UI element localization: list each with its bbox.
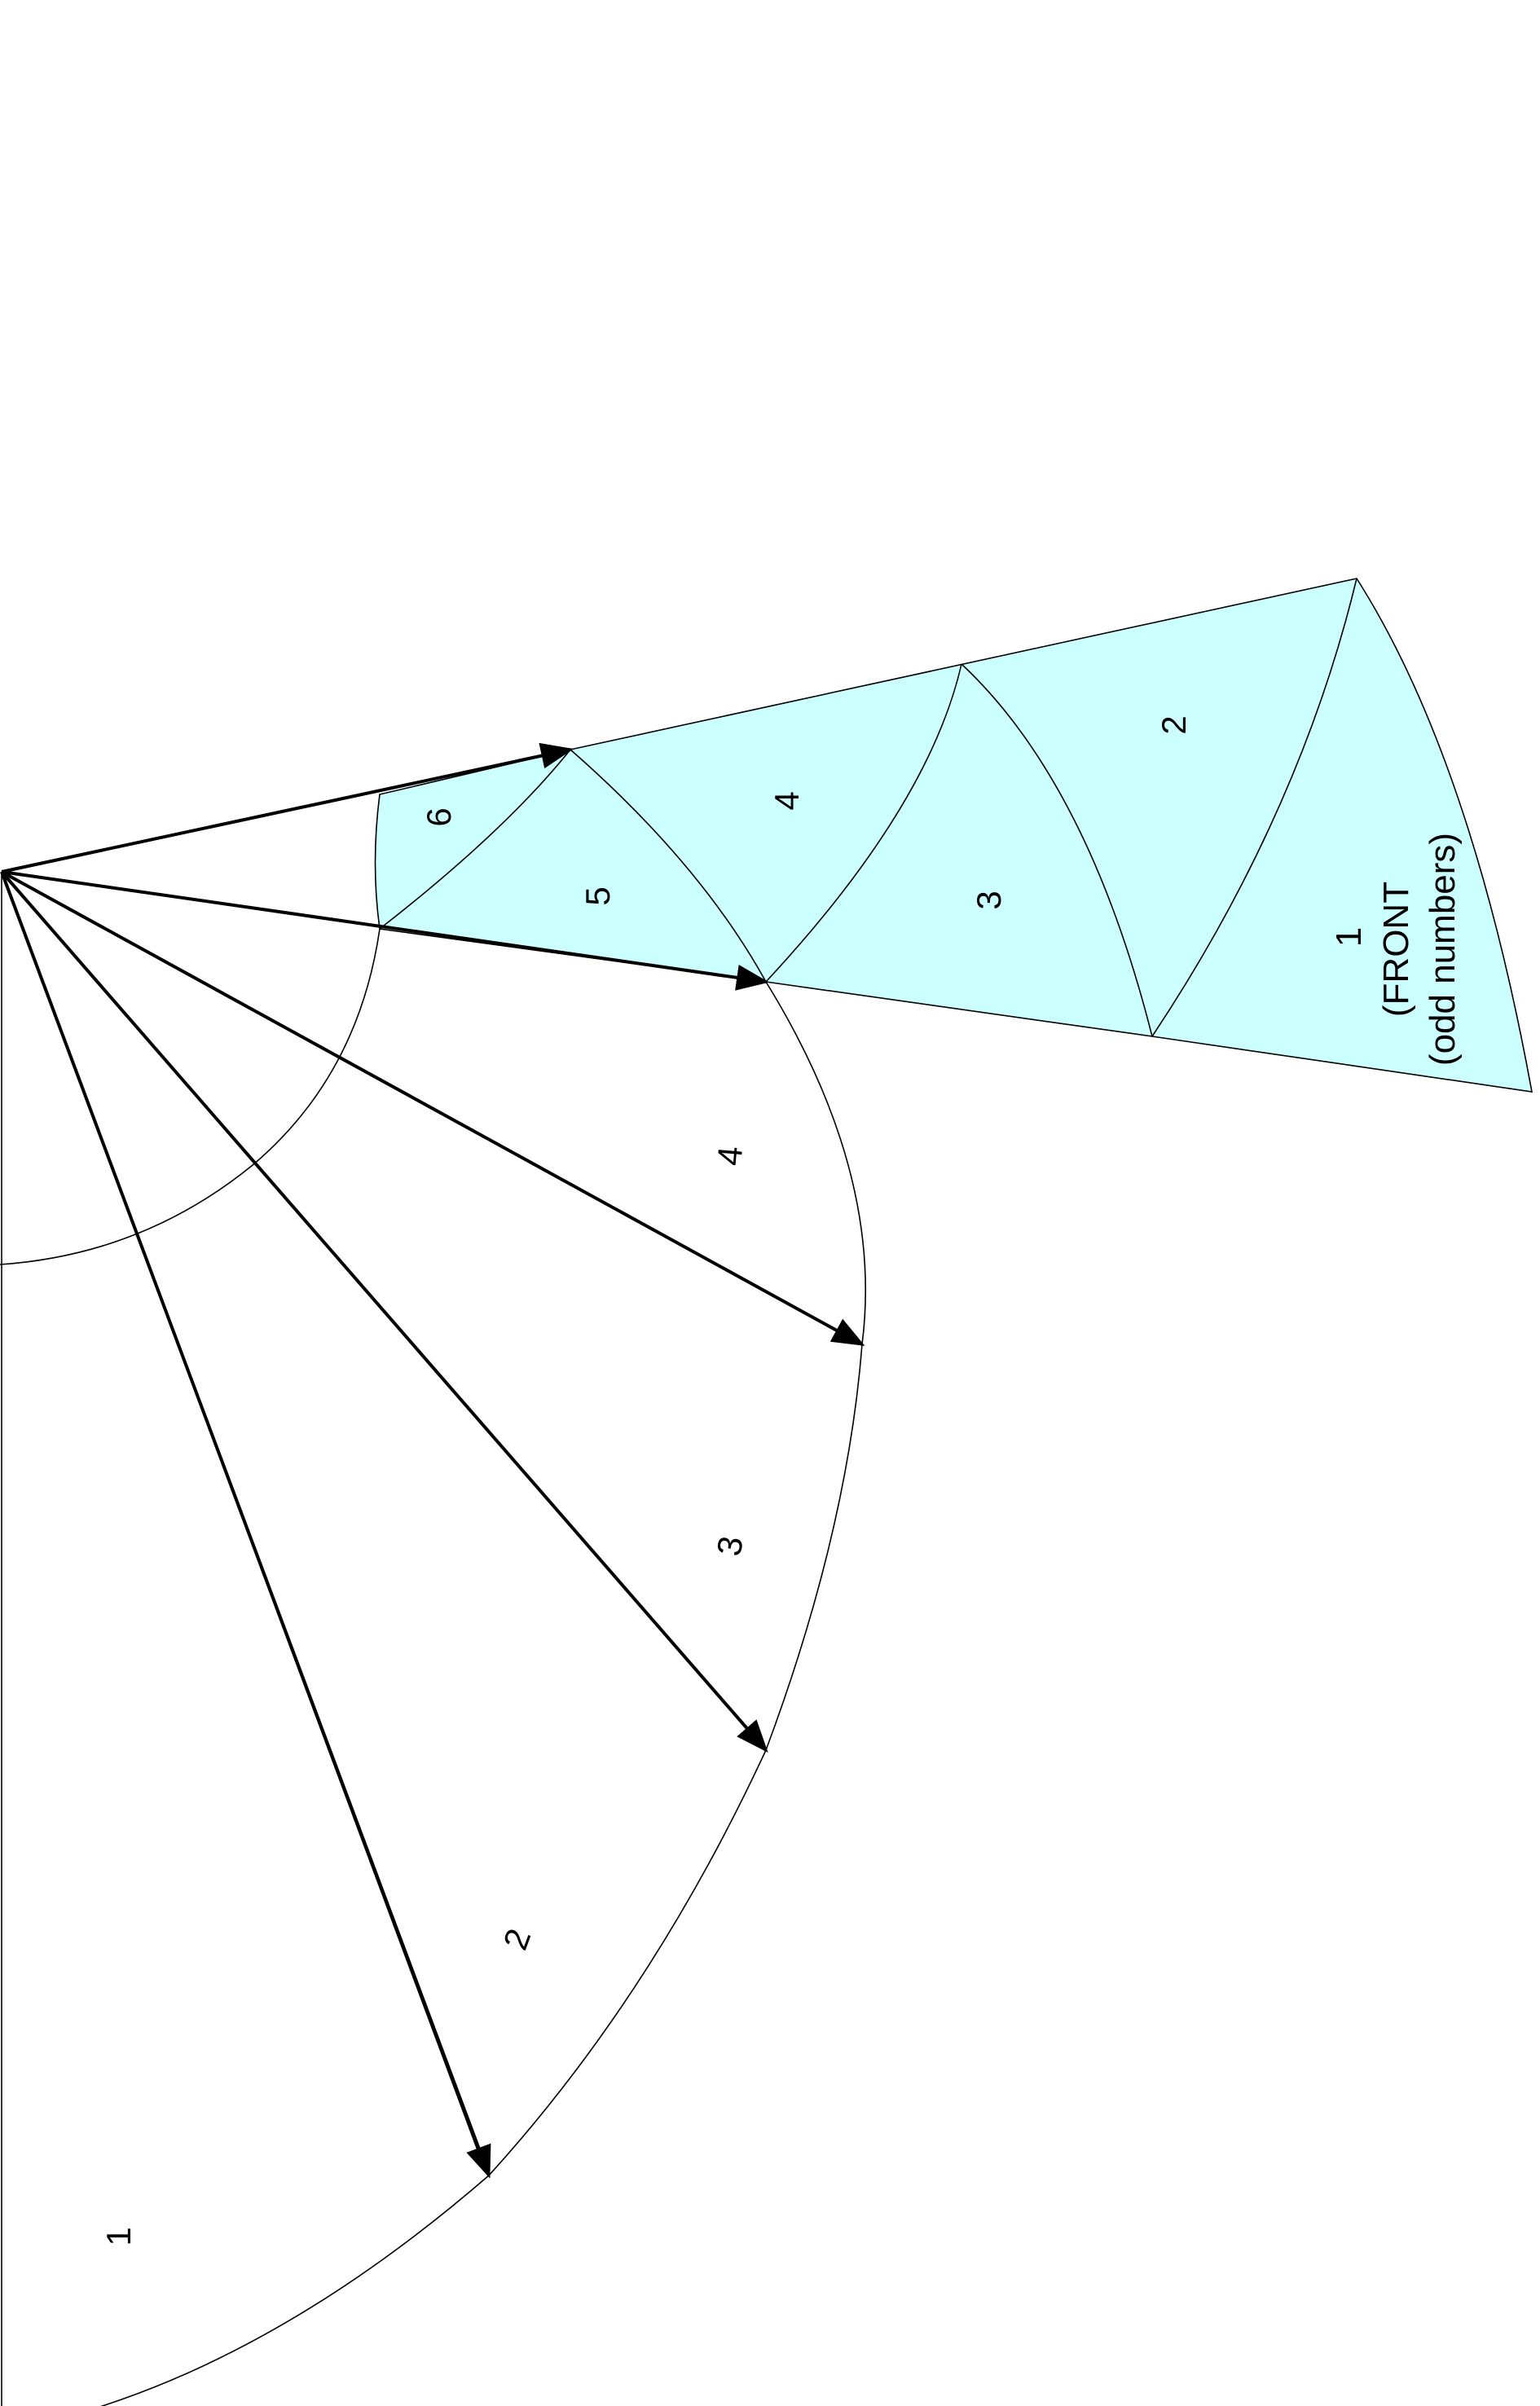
label-panel-1-odd-numbers: (odd numbers) (1423, 833, 1463, 1066)
panel-divider-6 (379, 749, 571, 930)
label-panel-2: 2 (1155, 715, 1193, 734)
label-panel-6: 6 (420, 807, 458, 826)
panel-divider-4 (765, 663, 962, 983)
inner-arc (0, 928, 381, 1265)
arrow-ray-3 (1, 870, 865, 1346)
arrow-ray-1 (1, 742, 574, 873)
label-panel-1: 1 (1329, 927, 1369, 947)
outer-arc (99, 981, 866, 2406)
label-panel-3: 3 (970, 891, 1008, 909)
label-gore-4: 4 (710, 1145, 750, 1167)
label-gore-2: 2 (495, 1924, 538, 1955)
arrow-ray-2 (1, 870, 769, 991)
arrow-ray-4 (0, 870, 768, 1753)
panel-divider-2 (1151, 578, 1357, 1037)
label-gore-1: 1 (99, 2227, 138, 2245)
ray-5-secondary (1, 871, 483, 2164)
panel-divider-5 (570, 749, 767, 983)
label-panel-5: 5 (579, 886, 617, 905)
label-panel-1-front: (FRONT (1376, 882, 1416, 1017)
panel-divider-3 (961, 663, 1153, 1037)
label-gore-3: 3 (710, 1533, 750, 1559)
highlighted-panel (374, 578, 1533, 1093)
label-panel-4: 4 (768, 791, 806, 810)
